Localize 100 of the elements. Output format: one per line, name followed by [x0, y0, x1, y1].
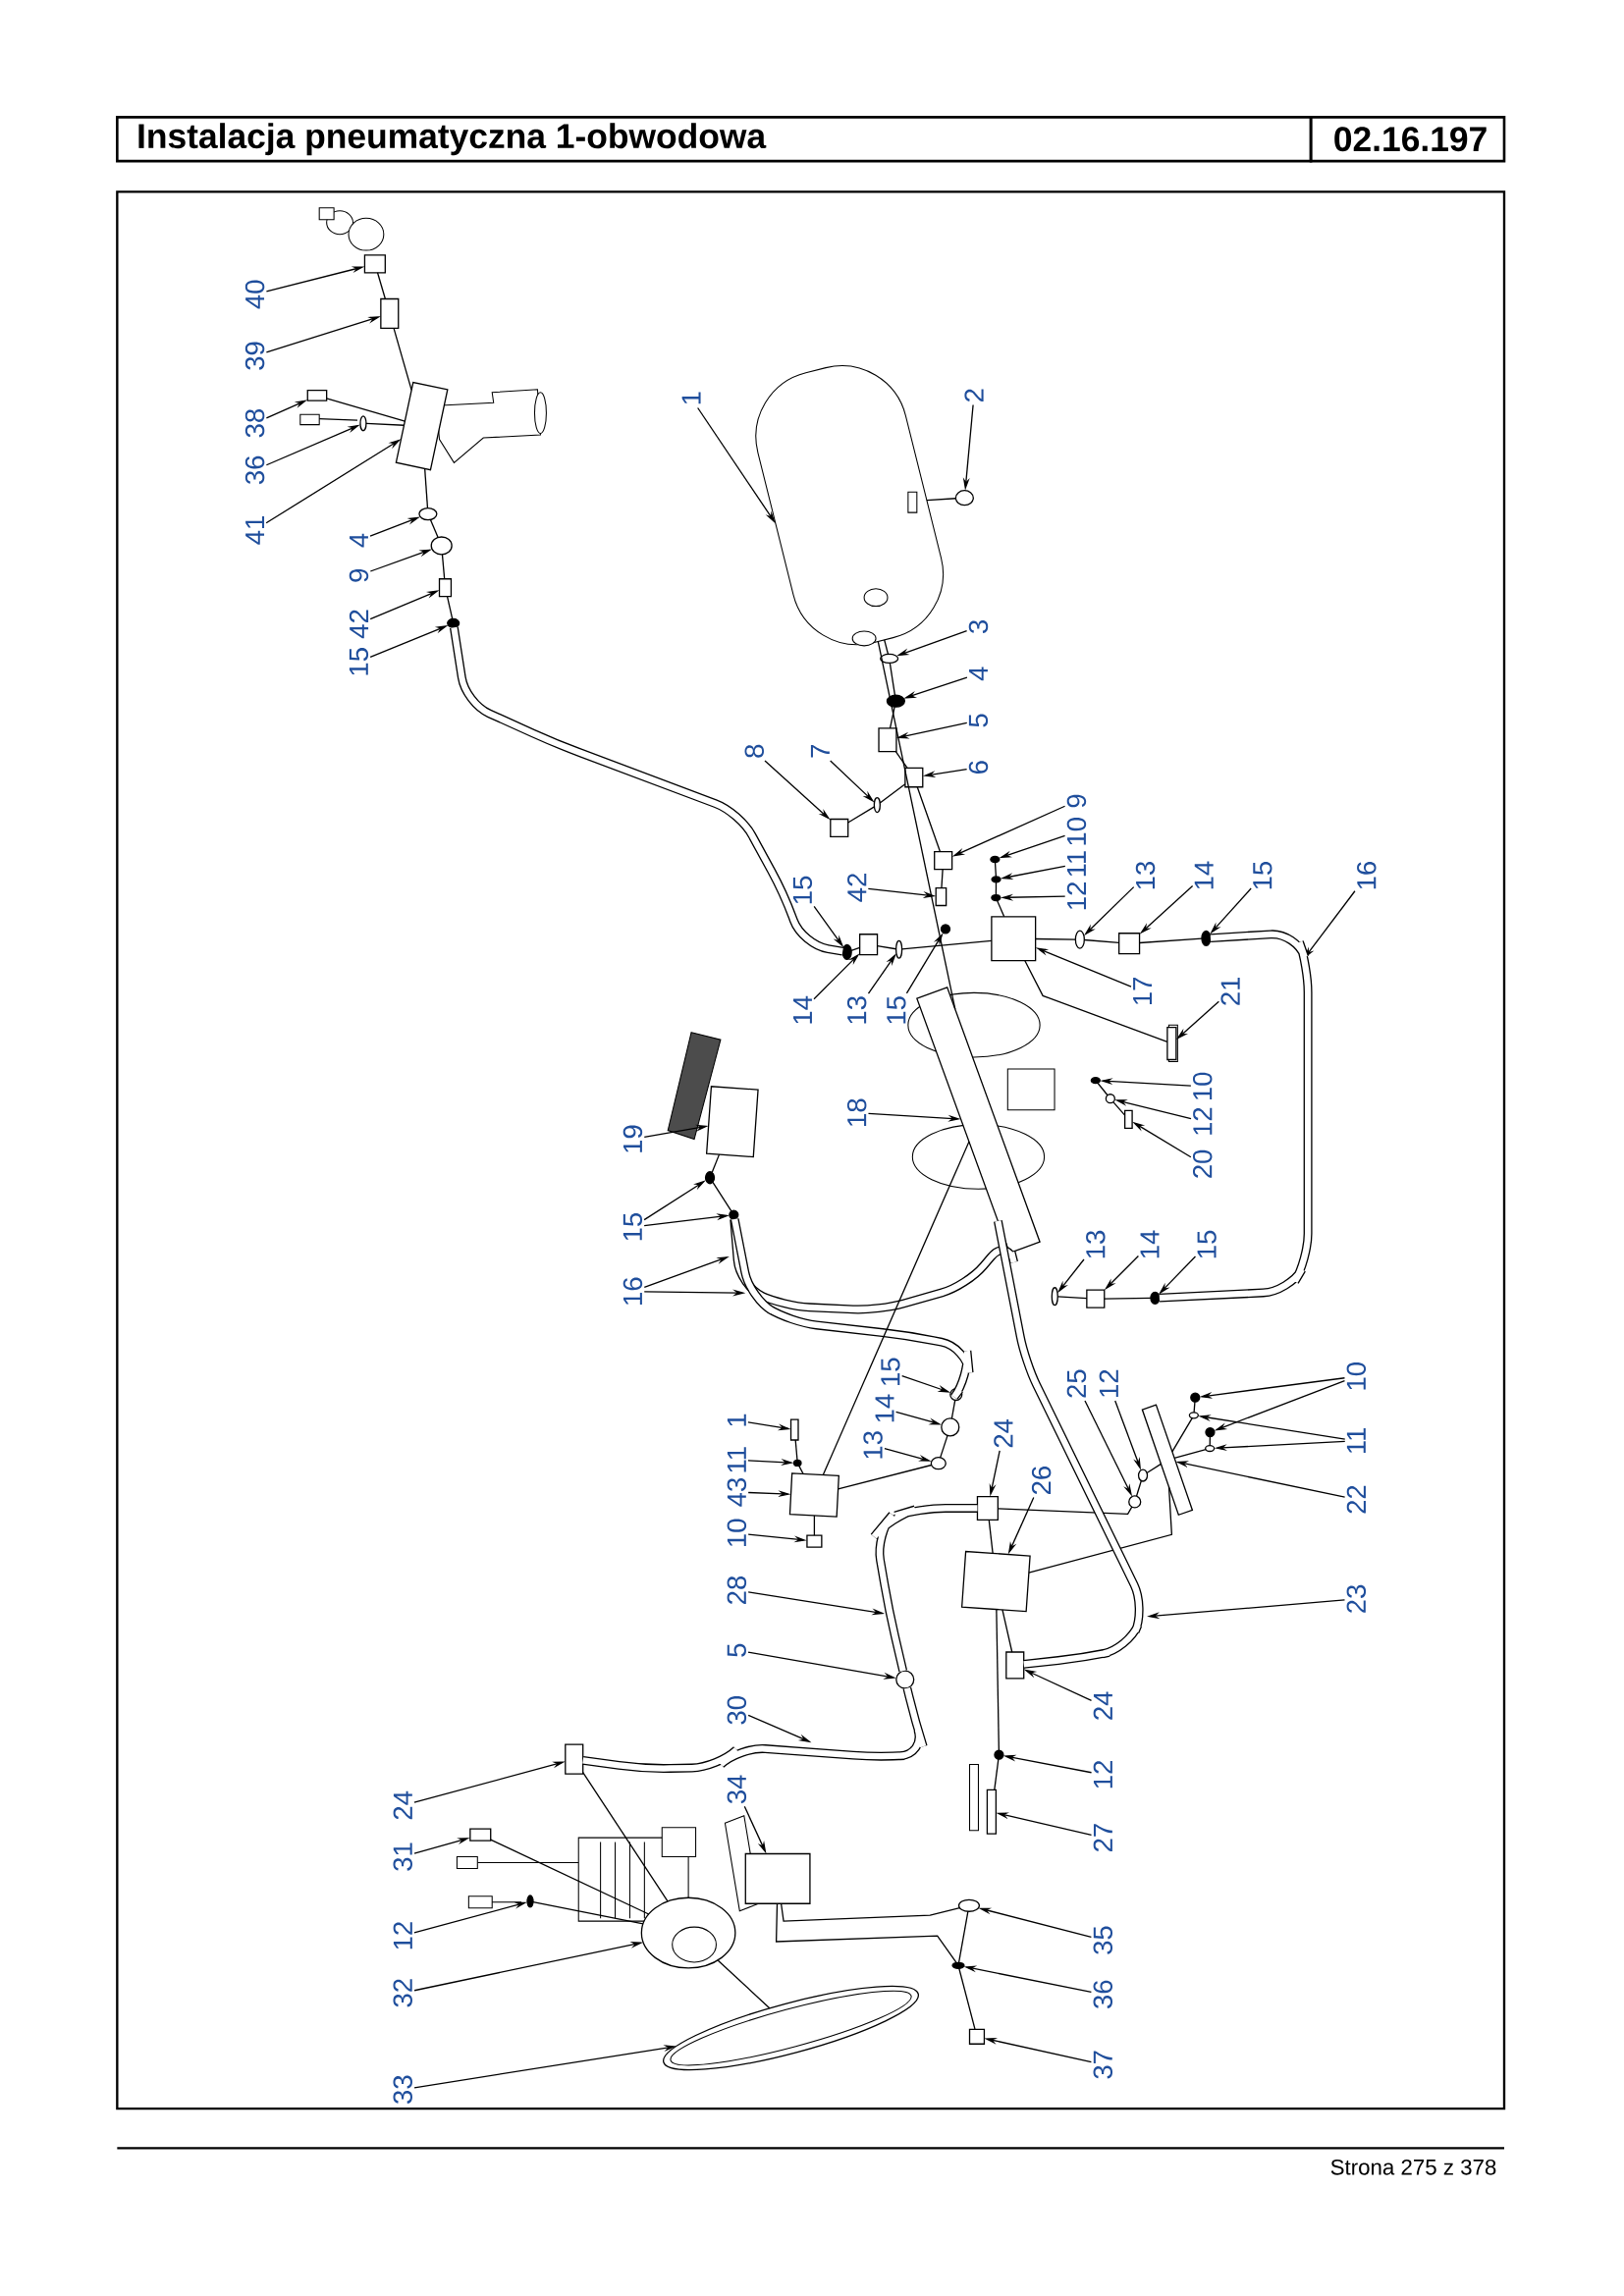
center-line	[325, 398, 406, 422]
center-line	[1138, 937, 1203, 944]
callout-number: 32	[393, 1979, 412, 2007]
callout-number: 10	[727, 1519, 746, 1547]
washer	[1204, 1444, 1216, 1453]
callout-number: 5	[968, 714, 988, 727]
washer	[873, 797, 881, 814]
center-line	[532, 1900, 644, 1925]
center-line	[997, 1506, 1133, 1516]
bolt	[806, 1534, 823, 1548]
washer	[1090, 1077, 1101, 1085]
hose	[581, 1686, 928, 1773]
washer	[991, 893, 1001, 902]
callout-number: 13	[1135, 861, 1156, 889]
callout-number: 3	[968, 620, 989, 634]
center-line	[950, 1399, 956, 1419]
callout-number: 6	[968, 761, 989, 774]
callout-number: 22	[1346, 1485, 1366, 1514]
callout-number: 42	[846, 874, 867, 902]
center-line	[797, 1465, 804, 1475]
callout-number: 36	[244, 455, 265, 485]
center-line	[926, 498, 956, 502]
fitting	[895, 1670, 915, 1689]
callout-number: 35	[1093, 1926, 1112, 1954]
hose	[730, 1218, 974, 1402]
washer	[418, 507, 438, 521]
callout-number: 12	[393, 1922, 412, 1949]
callout-number: 24	[994, 1418, 1013, 1448]
elbow-fitting	[565, 1743, 584, 1775]
callout-number: 15	[1197, 1230, 1217, 1258]
callout-number: 9	[349, 568, 369, 582]
callout-number: 38	[244, 409, 265, 438]
washer	[957, 1898, 980, 1912]
bolt	[789, 1418, 799, 1441]
callout-number: 12	[1093, 1761, 1112, 1789]
code-cell: 02.16.197	[1309, 116, 1506, 163]
center-line	[995, 881, 998, 896]
washer	[1105, 1094, 1115, 1104]
callout-number: 12	[1066, 882, 1086, 910]
elbow-fitting	[1005, 1651, 1025, 1680]
callout-number: 12	[1192, 1107, 1213, 1135]
hex-nut	[318, 207, 386, 274]
center-line	[939, 1434, 948, 1459]
callout-number: 11	[1066, 851, 1086, 877]
center-line	[996, 1608, 1000, 1751]
center-line	[712, 1181, 732, 1212]
callout-number: 42	[349, 610, 368, 639]
center-line	[889, 662, 895, 696]
center-line	[489, 1839, 650, 1915]
callout-number: 36	[1093, 1980, 1112, 2008]
washer	[879, 653, 899, 665]
center-line	[877, 640, 956, 1010]
callout-number: 4	[968, 667, 988, 681]
callout-number: 37	[1093, 2051, 1112, 2079]
center-line	[794, 1439, 798, 1462]
valve	[960, 1550, 1031, 1613]
callout-number: 24	[1093, 1691, 1112, 1720]
nut	[1190, 1392, 1201, 1403]
callout-number: 14	[792, 995, 812, 1024]
callout-number: 7	[810, 745, 830, 758]
center-line	[876, 944, 897, 950]
callout-number: 34	[727, 1775, 746, 1804]
center-line	[994, 1758, 1000, 1790]
tee-fitting	[904, 767, 924, 788]
center-line	[376, 272, 386, 300]
center-line	[1146, 1463, 1162, 1474]
air-tank	[851, 491, 918, 647]
callout-number: 25	[1066, 1369, 1087, 1398]
center-line	[446, 595, 454, 620]
callout-number: 15	[623, 1212, 642, 1241]
center-line	[1135, 1479, 1142, 1497]
callout-number: 15	[1253, 861, 1272, 889]
hose	[1159, 930, 1313, 1303]
callout-number: 10	[1066, 818, 1087, 845]
center-line	[1209, 1435, 1211, 1447]
washer	[1074, 930, 1085, 949]
center-line	[1034, 937, 1076, 940]
fitting	[1117, 933, 1141, 955]
callout-number: 27	[1093, 1824, 1112, 1851]
center-line	[957, 1910, 969, 1963]
washer	[1137, 1468, 1149, 1482]
center-line	[1023, 959, 1168, 1043]
tank-bracket	[907, 987, 1056, 1255]
fitting	[438, 578, 452, 598]
center-line	[711, 1153, 720, 1174]
washer	[930, 1457, 947, 1470]
callout-number: 31	[393, 1842, 412, 1871]
center-line	[994, 861, 997, 878]
center-line	[846, 806, 875, 824]
seal-ring	[940, 924, 950, 934]
nut	[1205, 1426, 1216, 1438]
washer	[894, 939, 903, 959]
brake-valve	[667, 1032, 759, 1158]
callout-number: 2	[964, 389, 984, 402]
hose	[730, 1218, 1018, 1314]
callout-number: 21	[1220, 977, 1240, 1005]
callout-number: 4	[349, 533, 368, 548]
center-line	[1028, 1486, 1172, 1574]
seal-ring	[446, 617, 460, 628]
callout-number: 14	[875, 1394, 894, 1422]
